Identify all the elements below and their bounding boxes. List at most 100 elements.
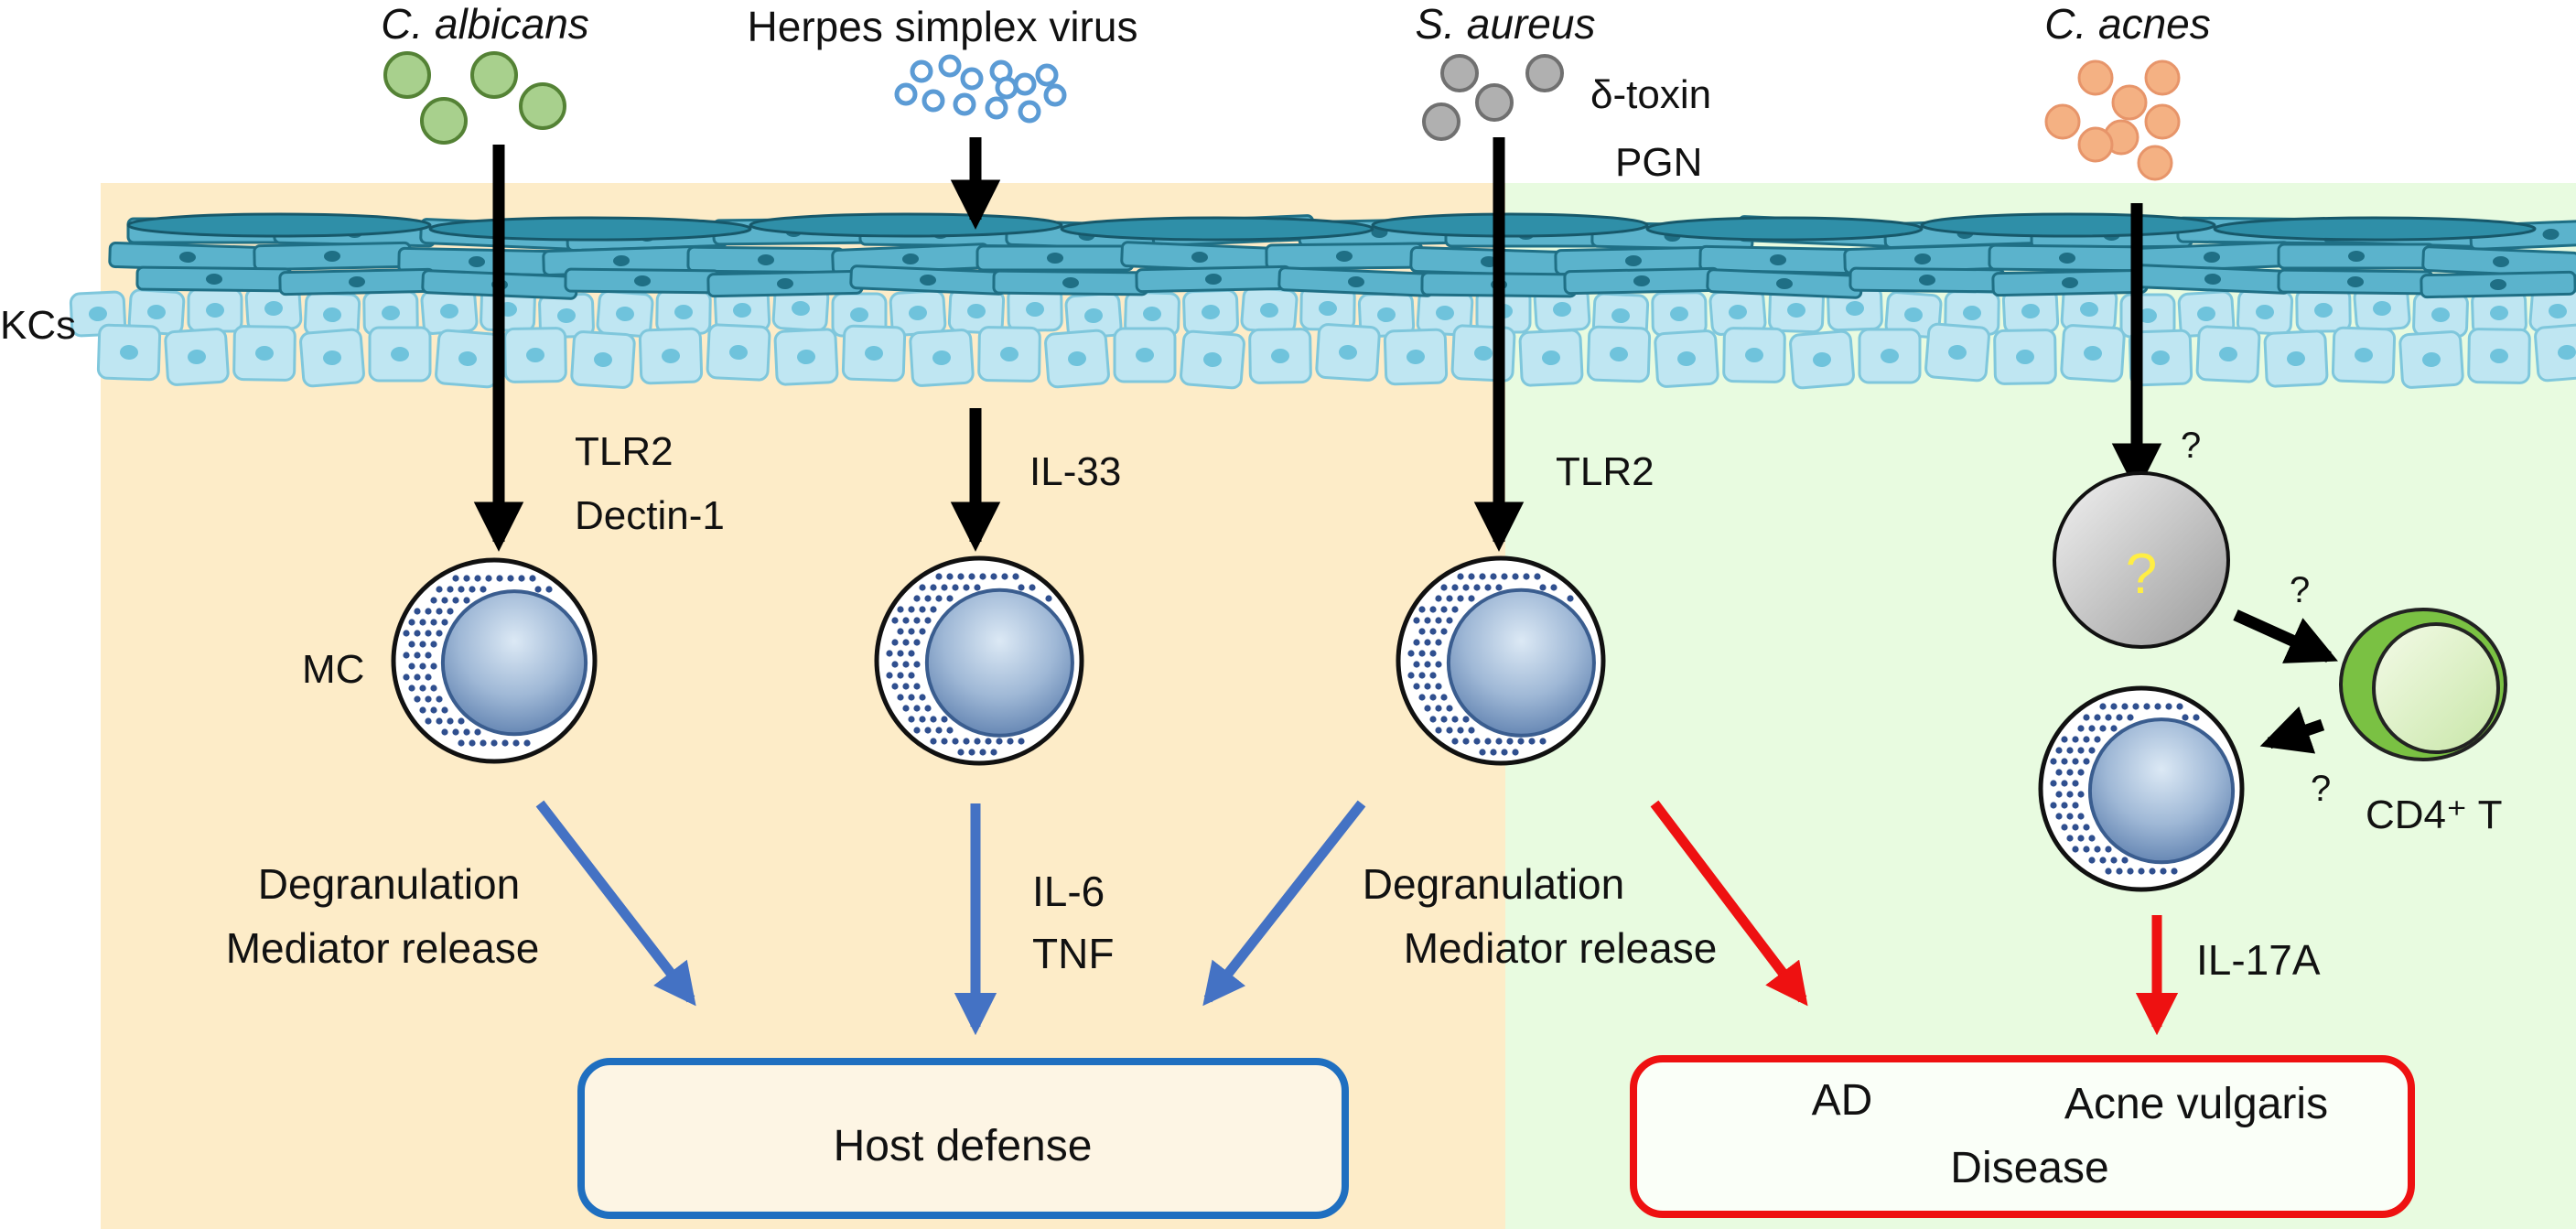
keratinocyte: [1586, 325, 1652, 383]
mast-cell-nucleus: [2087, 717, 2236, 865]
corneocyte: [428, 216, 752, 242]
keratinocyte: [2263, 329, 2329, 388]
keratinocyte: [187, 287, 243, 333]
cd4-t-cell: [2339, 608, 2507, 761]
granules: [1407, 573, 1574, 756]
label-c-acnes: C. acnes: [2044, 0, 2211, 48]
keratinocyte: [2467, 328, 2531, 384]
keratinocyte: [2060, 324, 2126, 383]
label-il33: IL-33: [1029, 449, 1121, 494]
keratinocyte: [706, 323, 771, 382]
label-host-defense: Host defense: [834, 1122, 1093, 1170]
granules: [403, 575, 553, 747]
flat-keratinocyte: [1706, 268, 1863, 299]
flat-keratinocyte: [686, 245, 846, 275]
keratinocyte: [1383, 328, 1449, 386]
mast-cell-group: [391, 555, 2245, 892]
label-acne-vulgaris: Acne vulgaris: [2064, 1080, 2328, 1128]
keratinocyte: [1518, 329, 1584, 387]
keratinocyte: [96, 323, 162, 382]
corneocyte: [2213, 216, 2537, 242]
label-hsv: Herpes simplex virus: [748, 3, 1138, 50]
keratinocyte: [2353, 285, 2411, 332]
keratinocyte: [164, 328, 230, 386]
granules: [886, 573, 1052, 756]
keratinocyte: [1240, 286, 1299, 334]
signal-arrows: [473, 137, 2338, 754]
keratinocyte: [2534, 322, 2576, 383]
keratinocyte: [232, 325, 296, 382]
flat-keratinocyte: [1135, 264, 1292, 294]
flat-keratinocyte: [2420, 270, 2576, 299]
keratinocyte: [1299, 286, 1356, 331]
label-question-2: ?: [2290, 570, 2310, 610]
mast-cell-nucleus: [924, 588, 1074, 738]
flat-keratinocyte: [253, 241, 412, 272]
cd4-to-mc-arrow: [2259, 706, 2325, 754]
corneocyte: [1060, 216, 1374, 242]
unknown-cell-question: ?: [2126, 543, 2157, 606]
keratinocyte: [638, 327, 704, 385]
keratinocyte: [909, 329, 975, 387]
keratinocyte: [1113, 327, 1177, 383]
keratinocyte: [1722, 327, 1786, 383]
keratinocyte: [713, 286, 771, 334]
keratinocyte: [1044, 329, 1110, 389]
label-disease: Disease: [1950, 1144, 2108, 1192]
flat-keratinocyte: [2421, 245, 2576, 278]
keratinocyte: [435, 329, 501, 389]
candida-albicans: [383, 51, 566, 145]
mast-cell-albicans: [391, 557, 598, 764]
keratinocyte: [977, 326, 1041, 383]
flat-keratinocyte: [1563, 266, 1720, 296]
label-c-albicans: C. albicans: [381, 0, 589, 48]
keratinocyte: [2331, 326, 2397, 384]
corneocyte: [1645, 216, 1924, 242]
keratinocyte: [503, 327, 567, 383]
flat-keratinocyte: [849, 264, 1007, 296]
granules: [2050, 703, 2200, 875]
mast-cell-aureus: [1396, 555, 1606, 766]
keratinocyte-layer: [69, 212, 2576, 390]
flat-keratinocyte: [1991, 268, 2149, 297]
mast-cell-nucleus: [1446, 588, 1596, 738]
flat-keratinocyte: [1277, 266, 1435, 297]
keratinocyte: [773, 328, 839, 386]
flat-keratinocyte: [564, 267, 721, 295]
corneocyte: [126, 212, 432, 238]
aureus-to-disease-arrow: [1650, 800, 1808, 1007]
microbe-group: [383, 51, 2181, 181]
label-question-3: ?: [2311, 769, 2331, 809]
staphylococcus-aureus: [1422, 54, 1564, 141]
keratinocyte: [2398, 330, 2464, 389]
mast-cell-hsv: [874, 555, 1084, 766]
keratinocyte: [570, 330, 636, 389]
mast-cell-nucleus: [440, 589, 588, 737]
albicans-to-defense-arrow: [535, 800, 696, 1007]
label-cd4-t: CD4⁺ T: [2366, 792, 2503, 837]
corneocyte: [1371, 212, 1649, 238]
aureus-to-defense-arrow: [1202, 800, 1366, 1007]
keratinocyte: [1180, 329, 1245, 390]
keratinocyte: [1450, 324, 1516, 383]
label-ad: AD: [1812, 1076, 1873, 1125]
keratinocyte: [299, 328, 365, 388]
keratinocyte: [1248, 328, 1312, 384]
keratinocyte: [368, 326, 432, 383]
keratinocyte: [1654, 329, 1719, 388]
label-il17a: IL-17A: [2196, 936, 2321, 984]
keratinocyte: [2295, 287, 2352, 333]
outcome-arrows: [535, 800, 2179, 1036]
label-tnf: TNF: [1032, 930, 1114, 977]
keratinocyte: [2128, 329, 2193, 387]
keratinocyte: [2412, 291, 2469, 339]
label-il6: IL-6: [1032, 868, 1105, 915]
label-delta-toxin: δ-toxin: [1590, 72, 1711, 117]
keratinocyte: [2236, 288, 2294, 336]
label-kcs: KCs: [0, 303, 76, 348]
flat-keratinocyte: [1848, 266, 2006, 294]
keratinocyte: [841, 324, 907, 383]
flat-keratinocyte: [1265, 242, 1424, 271]
flat-keratinocyte: [992, 269, 1149, 296]
